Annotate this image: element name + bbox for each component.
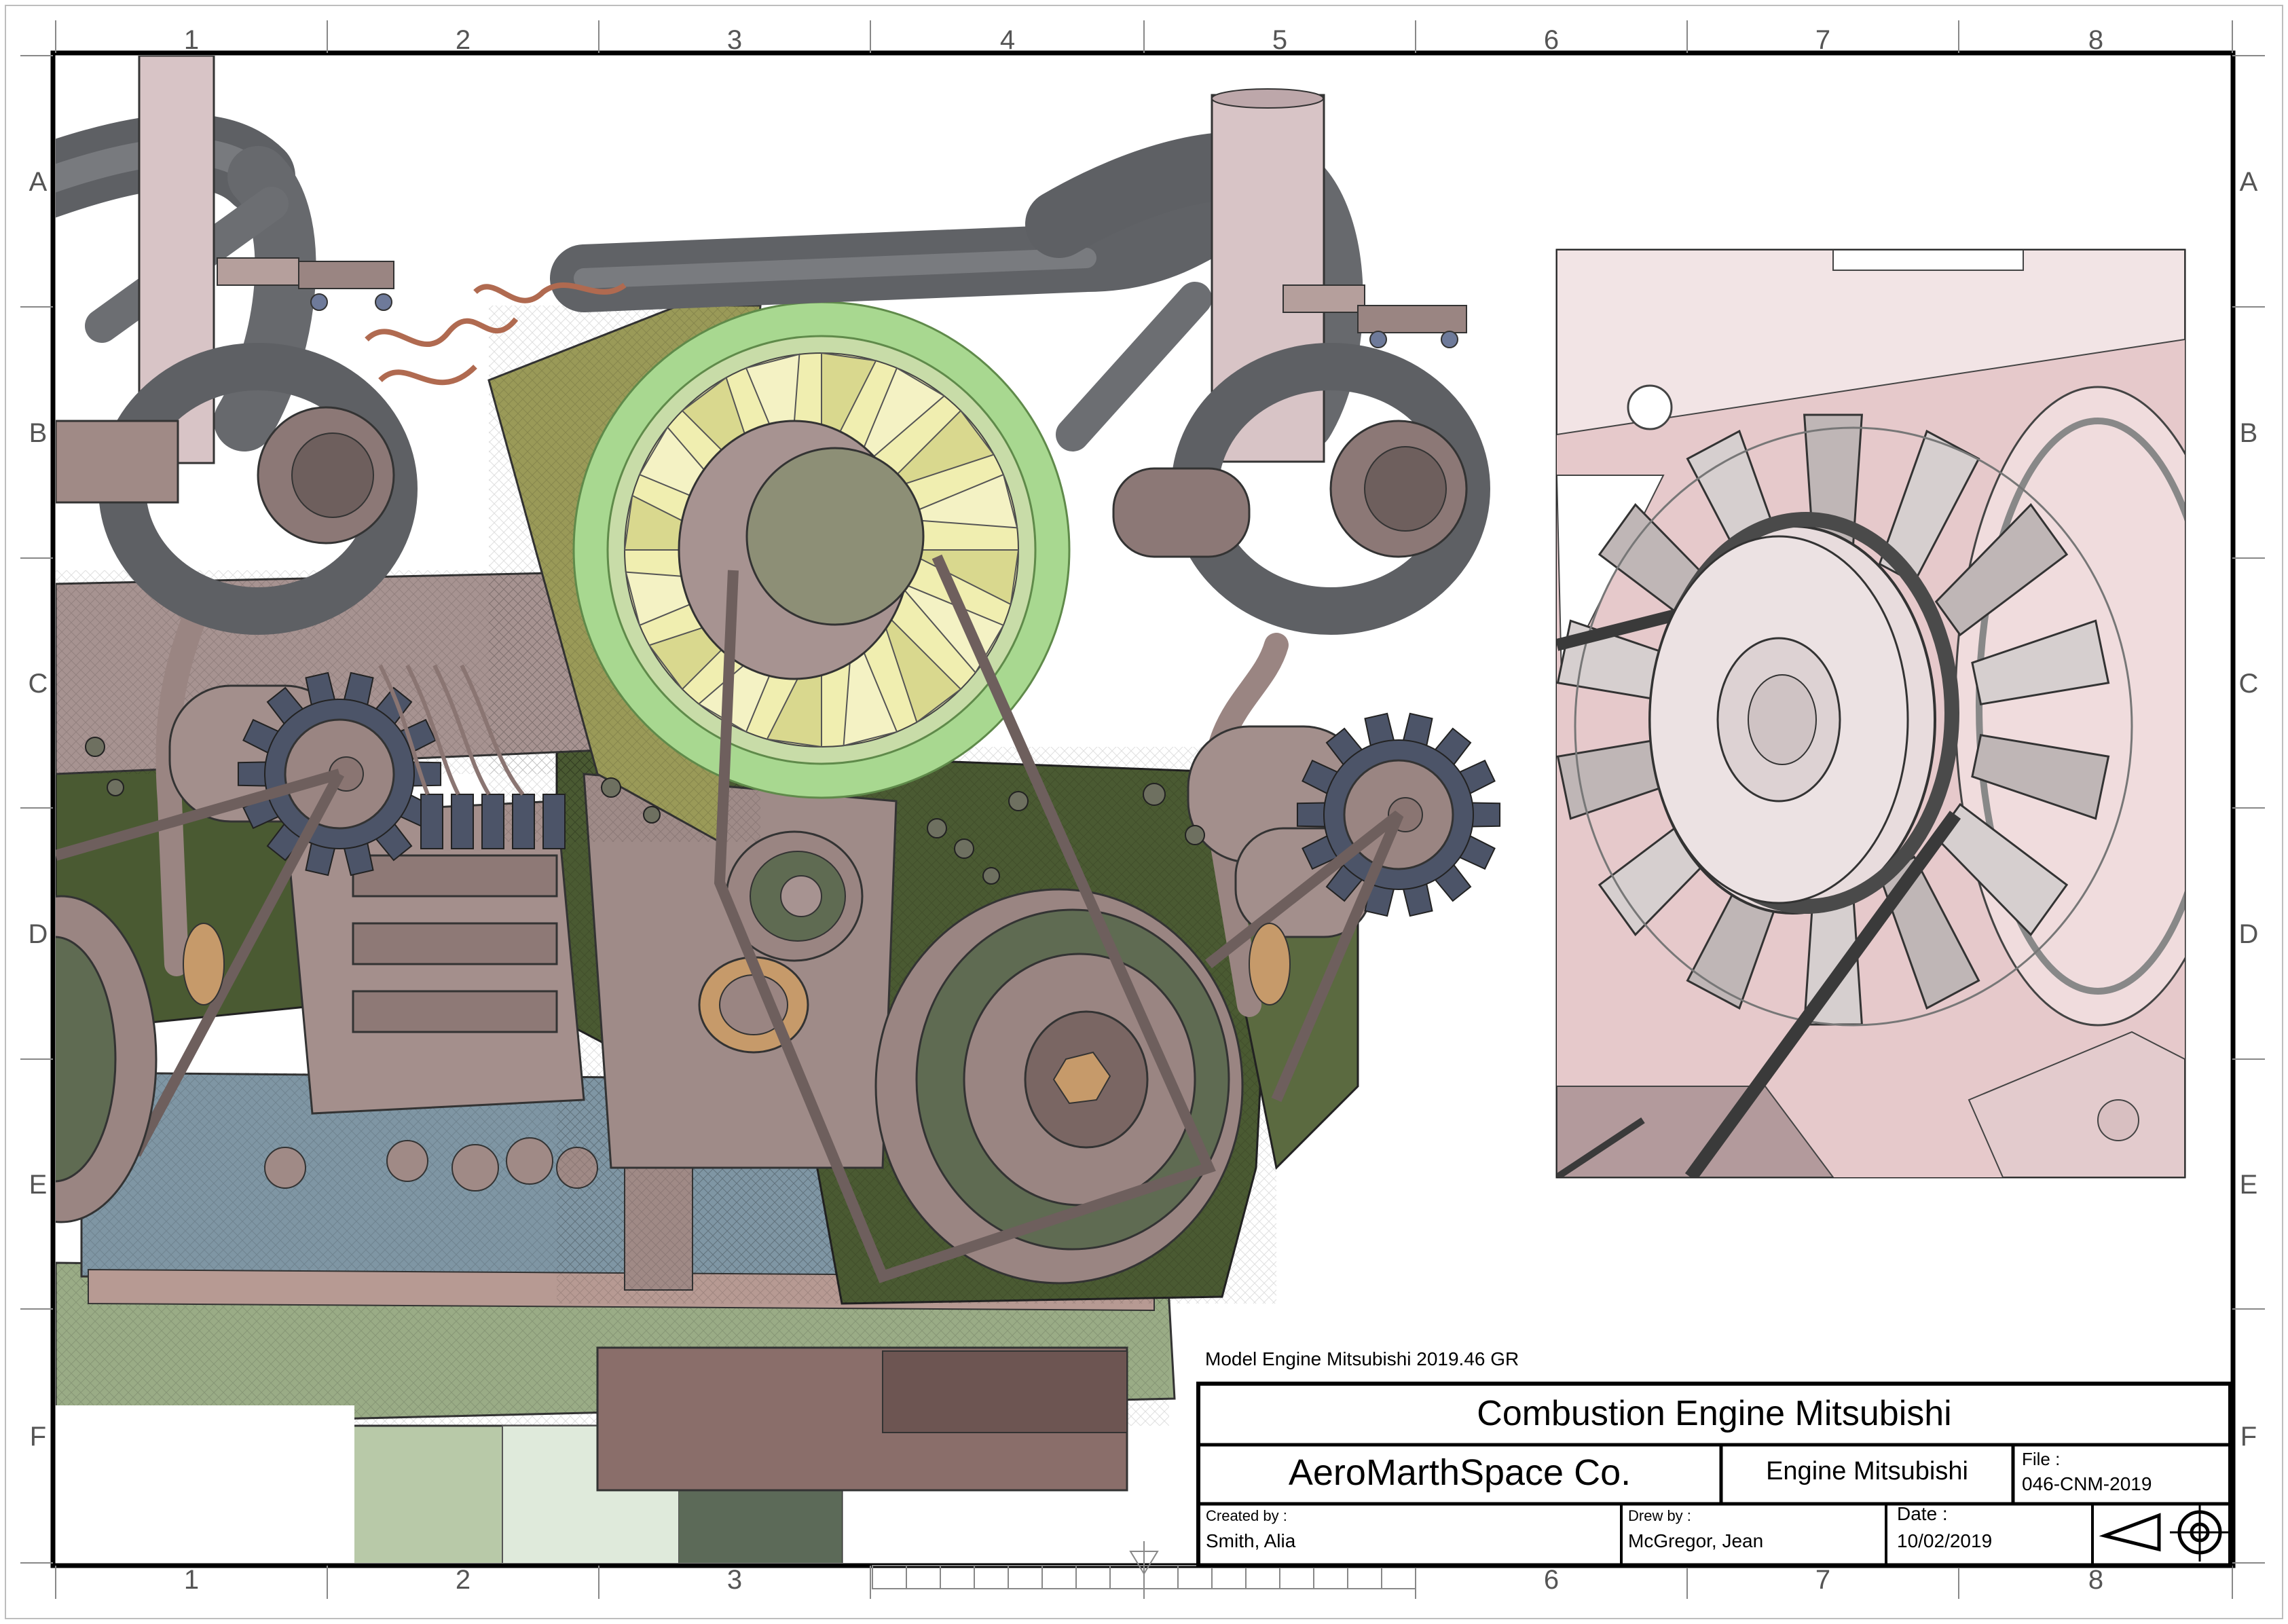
column-label-top-8: 8 <box>2088 25 2103 55</box>
column-label-top-1: 1 <box>184 25 199 55</box>
column-label-top-2: 2 <box>456 25 470 55</box>
flywheel-left <box>56 895 1291 1223</box>
column-label-bottom-2: 2 <box>456 1565 470 1595</box>
file-value: 046-CNM-2019 <box>2022 1473 2152 1494</box>
row-label-right-E: E <box>2240 1170 2258 1200</box>
date-value: 10/02/2019 <box>1897 1530 1993 1551</box>
column-label-bottom-8: 8 <box>2088 1565 2103 1595</box>
column-label-bottom-6: 6 <box>1544 1565 1559 1595</box>
row-label-right-C: C <box>2239 669 2259 699</box>
column-labels-bottom: 1 2 3 6 7 8 <box>184 1565 2103 1595</box>
row-label-right-F: F <box>2240 1422 2257 1452</box>
engine-main-view <box>56 56 1501 1563</box>
pipe-clamps <box>217 257 1467 348</box>
column-label-top-7: 7 <box>1815 25 1830 55</box>
title-block <box>1196 1382 2232 1568</box>
row-label-right-B: B <box>2240 418 2258 448</box>
row-label-left-B: B <box>29 418 48 448</box>
mounting-holes <box>85 737 1205 885</box>
alternator-detail-view <box>1555 248 2186 1179</box>
part-name: Engine Mitsubishi <box>1766 1457 1968 1485</box>
first-angle-projection-icon <box>2099 1504 2230 1562</box>
crankshaft-pulley <box>874 888 1244 1285</box>
column-label-bottom-7: 7 <box>1815 1565 1830 1595</box>
model-label: Model Engine Mitsubishi 2019.46 GR <box>1205 1348 1519 1369</box>
drive-belts <box>56 554 1404 1283</box>
column-labels-top: 1 2 3 4 5 6 7 8 <box>184 25 2103 55</box>
created-by-label: Created by : <box>1206 1507 1287 1524</box>
created-by-value: Smith, Alia <box>1206 1530 1296 1551</box>
column-label-top-6: 6 <box>1544 25 1559 55</box>
file-label: File : <box>2022 1449 2061 1469</box>
row-label-left-C: C <box>29 669 48 699</box>
row-label-right-A: A <box>2240 167 2258 197</box>
cooling-fan <box>487 301 1071 844</box>
column-label-top-5: 5 <box>1272 25 1287 55</box>
row-label-right-D: D <box>2239 919 2259 949</box>
row-label-left-A: A <box>29 167 48 197</box>
row-label-left-D: D <box>29 919 48 949</box>
column-label-top-4: 4 <box>1000 25 1015 55</box>
turbochargers <box>56 343 1490 635</box>
drawn-by-label: Drew by : <box>1628 1507 1691 1524</box>
column-label-bottom-3: 3 <box>727 1565 742 1595</box>
column-label-top-3: 3 <box>727 25 742 55</box>
column-label-bottom-1: 1 <box>184 1565 199 1595</box>
fuel-injectors <box>378 664 566 849</box>
row-label-left-F: F <box>30 1422 46 1452</box>
drawing-title: Combustion Engine Mitsubishi <box>1477 1394 1952 1433</box>
row-labels-left: A B C D E F <box>29 167 48 1452</box>
row-label-left-E: E <box>29 1170 48 1200</box>
company-name: AeroMarthSpace Co. <box>1288 1452 1631 1493</box>
row-labels-right: A B C D E F <box>2239 167 2259 1452</box>
drawn-by-value: McGregor, Jean <box>1628 1530 1764 1551</box>
drawing-frame <box>5 5 2283 1619</box>
date-label: Date : <box>1897 1503 1948 1524</box>
wiring-harness <box>365 282 627 386</box>
